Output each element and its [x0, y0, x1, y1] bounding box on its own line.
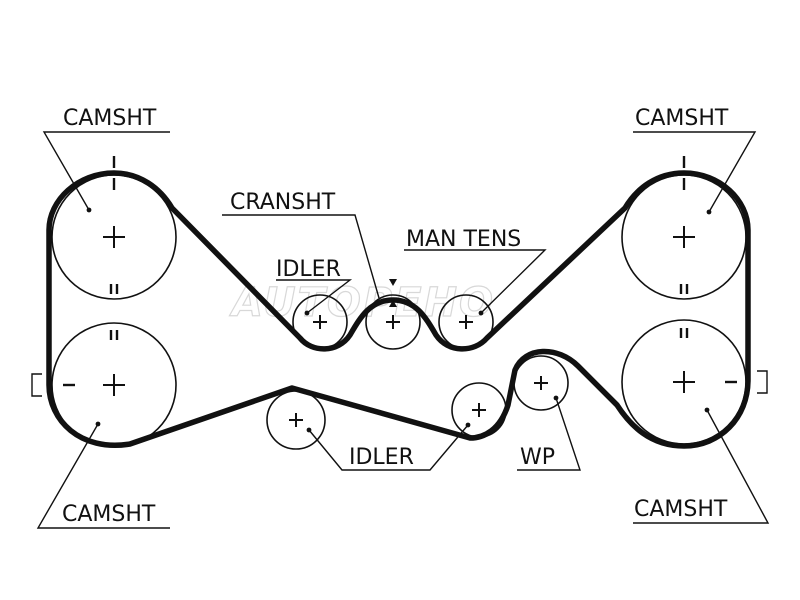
- timing-marks: [31, 156, 768, 397]
- label-water-pump: WP: [520, 445, 555, 470]
- label-crankshaft: CRANSHT: [230, 190, 336, 215]
- label-camshaft-top-right: CAMSHT: [635, 106, 729, 131]
- idler-pulley-bottom-left: [266, 390, 326, 450]
- water-pump-pulley: [513, 355, 569, 411]
- label-manual-tensioner: MAN TENS: [406, 227, 521, 252]
- camshaft-pulley-top-right: [621, 174, 747, 300]
- label-camshaft-bottom-left: CAMSHT: [62, 502, 156, 527]
- timing-belt: [46, 170, 751, 449]
- label-idler-bottom: IDLER: [349, 445, 414, 470]
- idler-pulley-bottom-right: [451, 382, 507, 438]
- label-idler-top: IDLER: [276, 257, 341, 282]
- label-camshaft-top-left: CAMSHT: [63, 106, 157, 131]
- label-camshaft-bottom-right: CAMSHT: [634, 497, 728, 522]
- crankshaft-pulley: [365, 294, 421, 350]
- leader-lines: [36, 131, 770, 529]
